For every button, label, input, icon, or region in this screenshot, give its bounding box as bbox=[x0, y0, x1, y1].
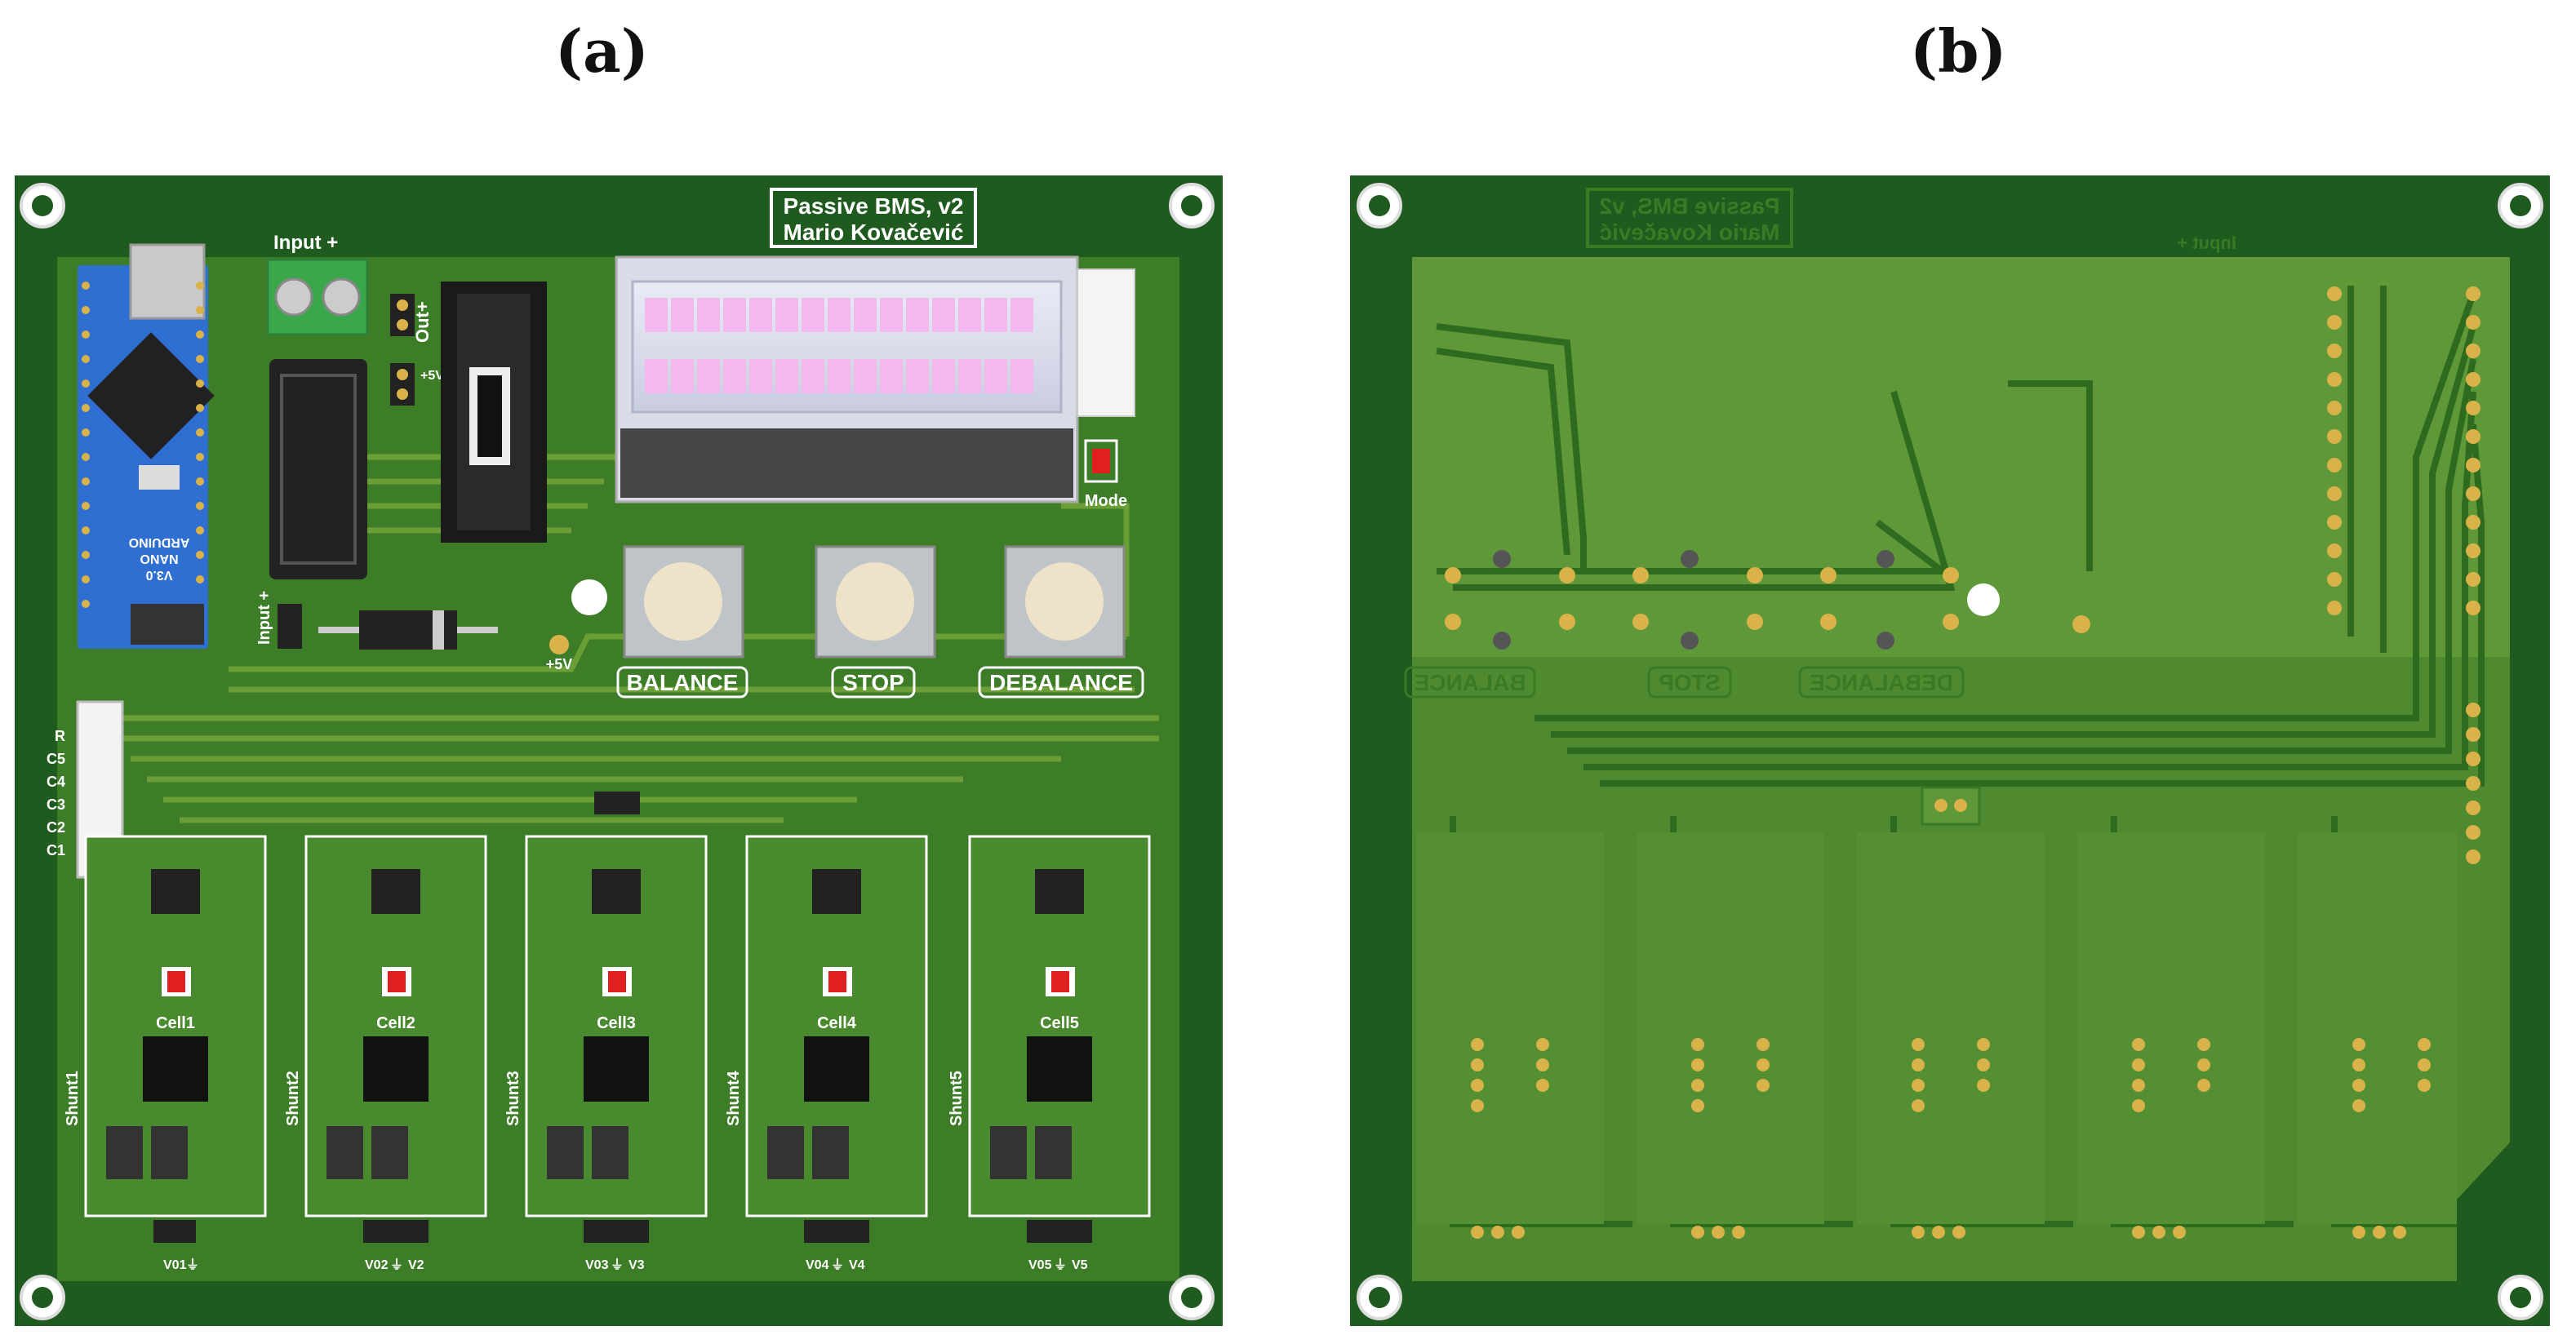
bc3-gnd: ⏚ bbox=[611, 1258, 624, 1272]
relay bbox=[269, 359, 367, 579]
mirrored-debalance: DEBALANCE bbox=[1810, 670, 1953, 695]
title-box bbox=[770, 188, 977, 248]
bc4-gnd: ⏚ bbox=[831, 1258, 844, 1272]
voltage-regulator-heatsink bbox=[441, 282, 547, 543]
arduino-text-3: V3.0 bbox=[145, 568, 172, 582]
shunt-4-label: Shunt4 bbox=[725, 1070, 743, 1126]
mcu-chip bbox=[87, 332, 215, 459]
bc2-gnd: ⏚ bbox=[390, 1258, 403, 1272]
lcd-display bbox=[615, 255, 1135, 503]
reset-button bbox=[139, 465, 180, 490]
input-terminal-block bbox=[266, 258, 369, 336]
cell-module-2 bbox=[304, 835, 487, 1218]
center-jumper bbox=[594, 792, 640, 814]
cell-3-label: Cell3 bbox=[597, 1014, 636, 1032]
button-debalance-part bbox=[1004, 545, 1126, 659]
arduino-text-2: NANO bbox=[140, 552, 178, 566]
mirrored-stop: STOP bbox=[1659, 670, 1721, 695]
bc2-v02: V02 bbox=[365, 1258, 389, 1272]
cell-module-4 bbox=[745, 835, 928, 1218]
board-author: Mario Kovačević bbox=[784, 220, 964, 245]
button-balance-part bbox=[623, 545, 744, 659]
shunt-2-label: Shunt2 bbox=[284, 1071, 302, 1126]
cell-module-5 bbox=[968, 835, 1151, 1218]
cell-module-3 bbox=[525, 835, 708, 1218]
cell-modules-a: Cell1 Shunt1 Cell2 Shunt2 Cell3 Shunt3 bbox=[64, 835, 1151, 1218]
mirrored-title: Passive BMS, v2 bbox=[1599, 193, 1779, 219]
mode-switch-outline bbox=[1084, 439, 1118, 483]
bc4-v04: V04 bbox=[806, 1258, 829, 1272]
mirrored-author: Mario Kovačević bbox=[1600, 220, 1780, 245]
button-debalance-label: DEBALANCE bbox=[989, 670, 1133, 695]
mirrored-balance: BALANCE bbox=[1415, 670, 1526, 695]
mirrored-buttons-group: DEBALANCE STOP BALANCE bbox=[1404, 666, 1965, 699]
input-side-label: Input + bbox=[255, 591, 273, 645]
pcb-top-side: Passive BMS, v2 Mario Kovačević ARDUINO bbox=[15, 175, 1223, 1326]
shunt-5-label: Shunt5 bbox=[948, 1071, 966, 1126]
connector-label-c1: C1 bbox=[47, 842, 65, 858]
bc1-gnd: ⏚ bbox=[186, 1258, 199, 1272]
shunt-1-label: Shunt1 bbox=[64, 1071, 82, 1126]
bc5-v5: V5 bbox=[1072, 1258, 1088, 1272]
relay-outline bbox=[280, 374, 357, 565]
usb-port bbox=[129, 243, 206, 320]
mode-label: Mode bbox=[1085, 492, 1127, 510]
arduino-text-1: ARDUINO bbox=[129, 535, 190, 549]
connector-label-c4: C4 bbox=[47, 774, 65, 790]
bc1-v01: V01 bbox=[163, 1258, 187, 1272]
button-stop-part bbox=[815, 545, 936, 659]
board-title: Passive BMS, v2 bbox=[783, 193, 963, 219]
pushbuttons bbox=[623, 545, 1126, 659]
mirrored-title-group: Passive BMS, v2 Mario Kovačević Input + bbox=[1586, 188, 2236, 253]
lcd-chars bbox=[645, 298, 1033, 393]
button-balance-label: BALANCE bbox=[627, 670, 739, 695]
bc5-v05: V05 bbox=[1028, 1258, 1052, 1272]
bottom-connectors-a: V01 ⏚ V02 ⏚ V2 V03 ⏚ V3 V04 ⏚ V4 V05 ⏚ V… bbox=[153, 1220, 1092, 1272]
cell-4-label: Cell4 bbox=[817, 1014, 857, 1032]
input-jumper bbox=[278, 604, 302, 649]
bottom-modules-b bbox=[1416, 786, 2457, 1224]
panel-a-label: (a) bbox=[555, 16, 649, 86]
pcb-bottom-side: Passive BMS, v2 Mario Kovačević Input + bbox=[1350, 175, 2550, 1326]
traces-a bbox=[114, 454, 1159, 823]
v5-label: +5V bbox=[420, 369, 444, 383]
connector-label-c5: C5 bbox=[47, 751, 65, 767]
input-label: Input + bbox=[273, 232, 338, 254]
plus5-pad bbox=[549, 635, 569, 654]
out-label: Out+ bbox=[412, 301, 433, 343]
arduino-nano: ARDUINO NANO V3.0 bbox=[78, 243, 215, 649]
connector-label-c3: C3 bbox=[47, 796, 65, 813]
button-balance-label-box bbox=[616, 666, 748, 699]
panel-b-label: (b) bbox=[1910, 16, 2007, 86]
button-stop-label: STOP bbox=[842, 670, 904, 695]
mirrored-input: Input + bbox=[2177, 233, 2236, 253]
cell-5-label: Cell5 bbox=[1040, 1014, 1079, 1032]
button-pads-b bbox=[1445, 550, 2090, 650]
cell-module-1 bbox=[84, 835, 267, 1218]
diode bbox=[318, 610, 498, 650]
bc4-v4: V4 bbox=[849, 1258, 865, 1272]
plus5-label: +5V bbox=[546, 656, 573, 672]
hole-near-buttons bbox=[571, 579, 607, 615]
connector-label-c2: C2 bbox=[47, 819, 65, 836]
bc3-v03: V03 bbox=[585, 1258, 609, 1272]
button-stop-label-box bbox=[831, 666, 916, 699]
shunt-3-label: Shunt3 bbox=[504, 1071, 522, 1126]
bc2-v2: V2 bbox=[408, 1258, 424, 1272]
mounting-holes-b bbox=[1357, 183, 2543, 1320]
mode-switch bbox=[1092, 449, 1110, 473]
bc3-v3: V3 bbox=[628, 1258, 645, 1272]
out-jumper bbox=[390, 294, 415, 406]
button-debalance-label-box bbox=[978, 666, 1144, 699]
connector-label-r: R bbox=[55, 728, 65, 744]
mounting-holes-a bbox=[20, 183, 1215, 1320]
pin-header-b bbox=[2327, 286, 2481, 864]
bc5-gnd: ⏚ bbox=[1054, 1258, 1067, 1272]
bottom-pads-b bbox=[1471, 1038, 2431, 1239]
icsp-header bbox=[131, 604, 204, 645]
cell-2-label: Cell2 bbox=[376, 1014, 415, 1032]
cell-1-label: Cell1 bbox=[156, 1014, 195, 1032]
